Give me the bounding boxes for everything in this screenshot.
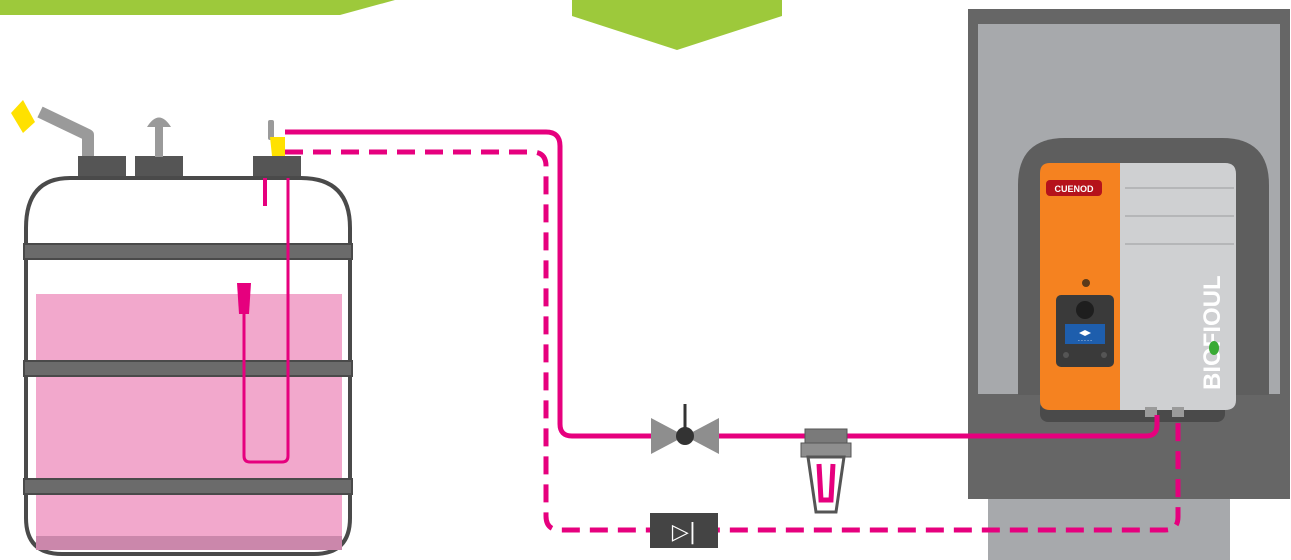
fuel-level — [36, 294, 342, 548]
suction-line-in-tank — [242, 178, 290, 464]
fill-cap-icon — [11, 100, 35, 133]
top-left-banner — [0, 0, 395, 15]
suction-port — [253, 156, 301, 178]
reset-button[interactable] — [1076, 301, 1094, 319]
top-center-arrow-banner — [572, 0, 782, 50]
vent-pipe — [155, 125, 163, 157]
leaf-icon — [1209, 341, 1219, 355]
foot-valve-icon — [237, 283, 251, 314]
check-valve-symbol: ▷| — [672, 520, 696, 545]
vent-port — [135, 156, 183, 178]
return-line — [285, 149, 1181, 533]
check-valve: ▷| — [650, 513, 718, 548]
burner-unit: CUENOD - - - - - BIOFIOUL — [1040, 163, 1236, 422]
suction-fitting — [270, 137, 285, 156]
vent-cap-icon — [147, 117, 171, 127]
tank-band — [23, 360, 353, 377]
tank-band — [23, 243, 353, 260]
fill-pipe — [37, 106, 94, 156]
product-label: BIOFIOUL — [1199, 275, 1226, 390]
fill-port — [78, 156, 126, 178]
fuel-tank — [11, 100, 353, 556]
fuel-filter — [800, 428, 852, 514]
product-label-text: BIOFIOUL — [1199, 275, 1226, 390]
shutoff-valve — [651, 404, 719, 454]
brand-label: CUENOD — [1054, 184, 1094, 194]
supply-line — [285, 129, 1160, 439]
tank-band — [23, 478, 353, 495]
display-text: - - - - - — [1078, 338, 1092, 344]
brand-badge — [1046, 180, 1102, 196]
